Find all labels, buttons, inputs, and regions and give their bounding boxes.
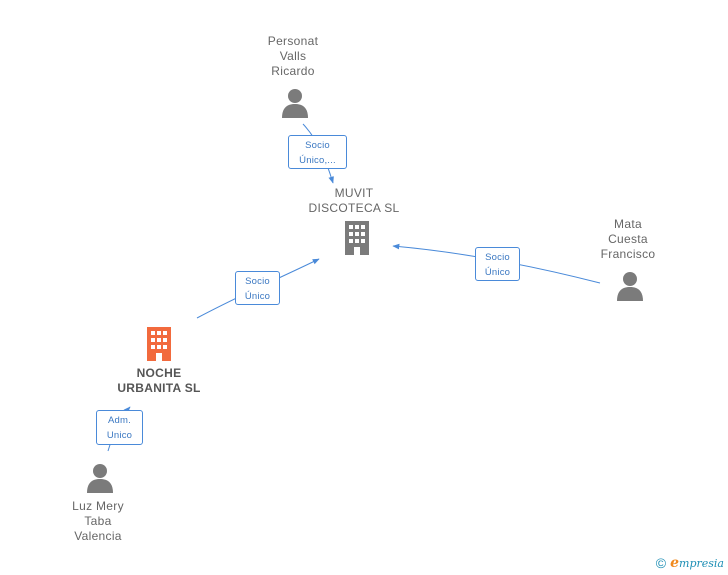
empresia-logo[interactable]: © empresia <box>655 554 724 572</box>
node-luz-label: Luz Mery Taba Valencia <box>72 499 124 543</box>
edge-label-mata-muvit[interactable]: Socio Único <box>475 247 520 281</box>
person-icon[interactable] <box>281 88 309 118</box>
node-mata-label: Mata Cuesta Francisco <box>600 217 656 261</box>
edge-label-personat-muvit[interactable]: Socio Único,... <box>288 135 347 169</box>
node-muvit-label: MUVIT DISCOTECA SL <box>308 186 400 215</box>
edge-label-noche-muvit[interactable]: Socio Único <box>235 271 280 305</box>
node-noche-label: NOCHE URBANITA SL <box>117 366 201 395</box>
node-personat-label: Personat Valls Ricardo <box>267 34 319 78</box>
brand-name: empresia <box>670 554 724 571</box>
copyright-icon: © <box>655 555 667 571</box>
person-icon[interactable] <box>616 271 644 301</box>
edge-label-luz-noche[interactable]: Adm. Unico <box>96 410 143 445</box>
building-icon[interactable] <box>341 221 373 255</box>
person-icon[interactable] <box>86 463 114 493</box>
building-icon[interactable] <box>143 327 175 361</box>
